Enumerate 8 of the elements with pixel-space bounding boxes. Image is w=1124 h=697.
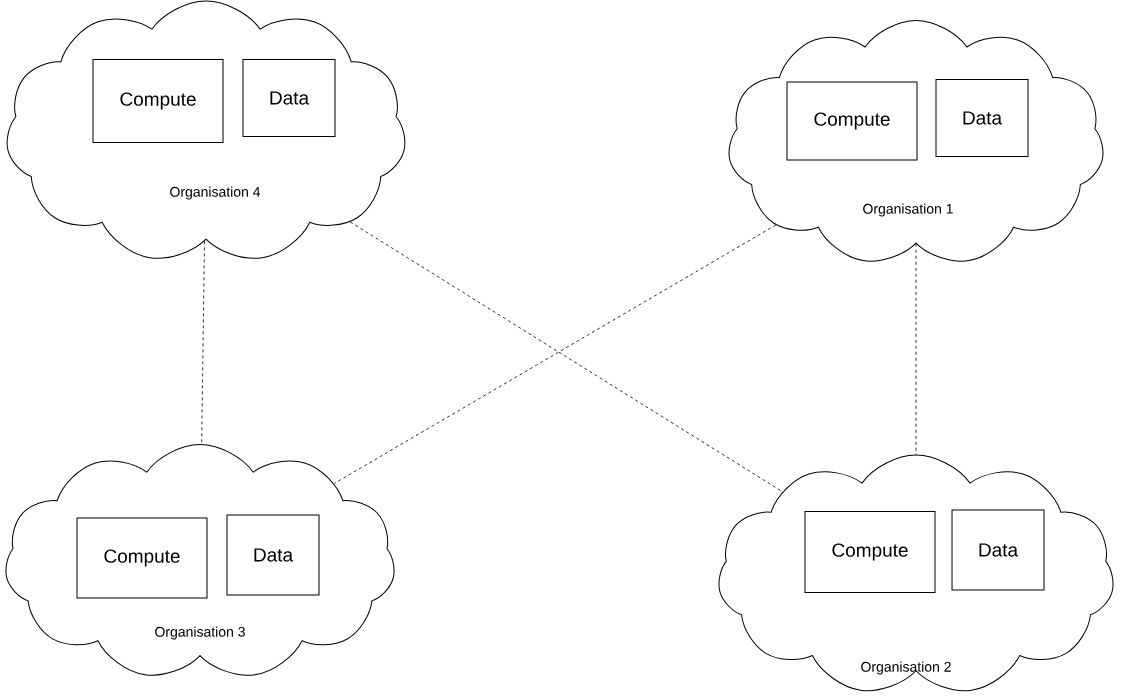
process-box: Data — [226, 514, 320, 596]
process-box: Data — [935, 79, 1029, 157]
process-box: Compute — [92, 59, 224, 143]
process-box: Compute — [76, 517, 208, 599]
process-box: Data — [242, 59, 336, 137]
process-box: Compute — [786, 81, 918, 161]
process-box: Data — [951, 509, 1045, 591]
process-box: Compute — [804, 511, 936, 593]
